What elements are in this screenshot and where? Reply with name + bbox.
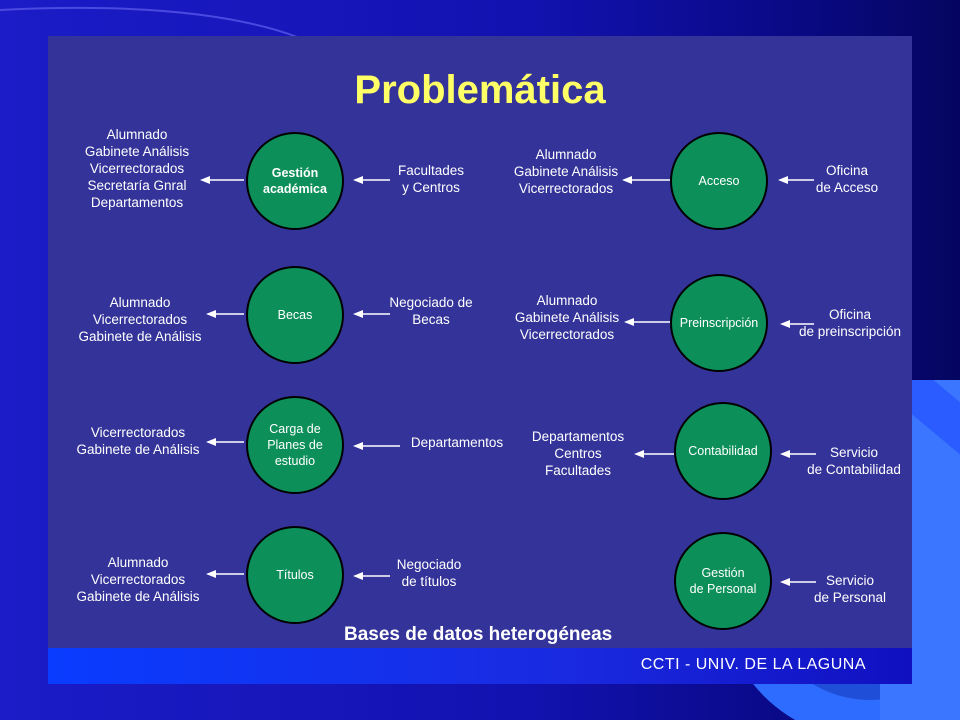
footer-text: CCTI - UNIV. DE LA LAGUNA	[640, 656, 866, 673]
node-contabilidad: Contabilidad	[674, 402, 772, 500]
slide-title: Problemática	[354, 68, 606, 112]
source-contabilidad: Servicio de Contabilidad	[807, 445, 901, 477]
outputs-contabilidad: Departamentos Centros Facultades	[531, 429, 625, 478]
source-becas: Negociado de Becas	[389, 295, 473, 327]
outputs-acceso: Alumnado Gabinete Análisis Vicerrectorad…	[513, 147, 619, 196]
background-swoosh	[0, 6, 301, 39]
outputs-carga-planes: Vicerrectorados Gabinete de Análisis	[76, 425, 200, 457]
source-carga-planes: Departamentos	[410, 435, 504, 450]
source-preinscripcion: Oficina de preinscripción	[798, 307, 902, 339]
source-gestion-academica: Facultades y Centros	[397, 163, 465, 195]
node-preinscripcion: Preinscripción	[670, 274, 768, 372]
node-carga-planes: Carga de Planes de estudio	[246, 396, 344, 494]
outputs-preinscripcion: Alumnado Gabinete Análisis Vicerrectorad…	[514, 293, 620, 342]
outputs-titulos: Alumnado Vicerrectorados Gabinete de Aná…	[76, 555, 200, 604]
node-gestion-academica: Gestión académica	[246, 132, 344, 230]
outputs-becas: Alumnado Vicerrectorados Gabinete de Aná…	[78, 295, 202, 344]
node-acceso: Acceso	[670, 132, 768, 230]
source-titulos: Negociado de títulos	[396, 557, 462, 589]
source-gestion-personal: Servicio de Personal	[813, 573, 887, 605]
outputs-gestion-academica: Alumnado Gabinete Análisis Vicerrectorad…	[84, 127, 190, 210]
node-gestion-personal: Gestión de Personal	[674, 532, 772, 630]
flow-arrows	[200, 176, 816, 586]
slide-subtitle: Bases de datos heterogéneas	[344, 624, 613, 645]
footer-bar: CCTI - UNIV. DE LA LAGUNA	[48, 648, 912, 684]
slide-panel: Problemática Gestión académica Becas Car…	[48, 36, 912, 684]
node-becas: Becas	[246, 266, 344, 364]
source-acceso: Oficina de Acceso	[815, 163, 879, 195]
node-titulos: Títulos	[246, 526, 344, 624]
